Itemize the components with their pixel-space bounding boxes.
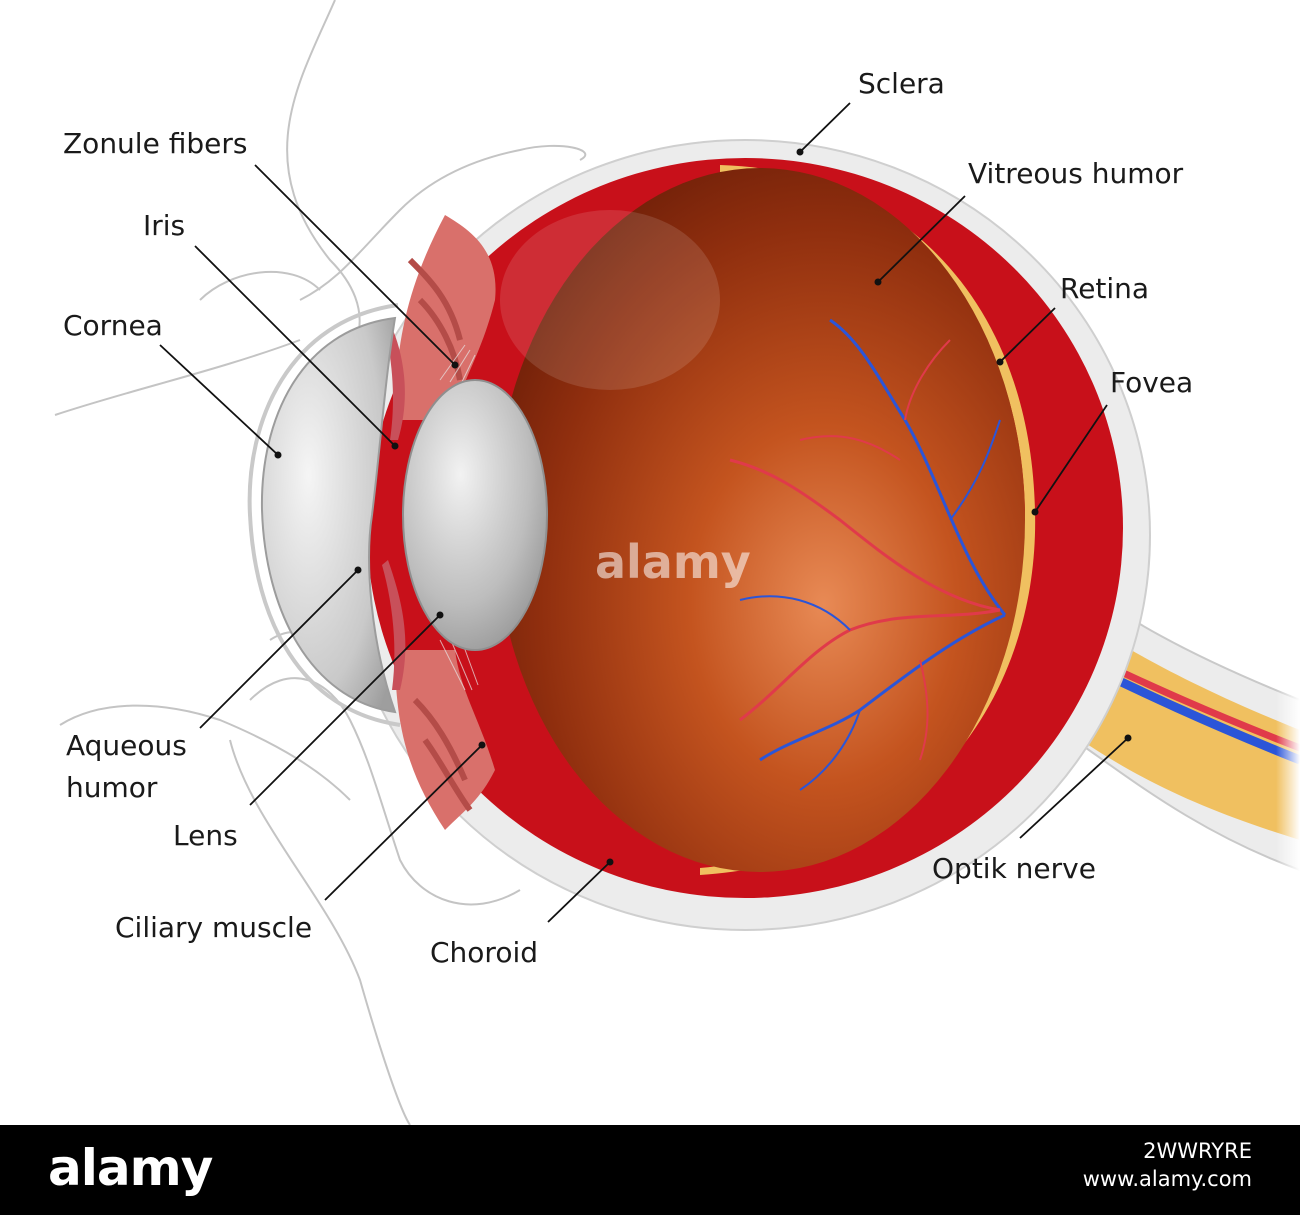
- eye-anatomy-diagram: alamy Sclera Zonule fibers Vitreous humo…: [54, 0, 1300, 1125]
- cornea-outer: [247, 303, 401, 727]
- label-optik-nerve: Optik nerve: [932, 852, 1096, 885]
- footer-site: www.alamy.com: [1082, 1167, 1252, 1191]
- iris: [382, 330, 406, 690]
- retinal-vessels: [729, 318, 1007, 791]
- label-aqueous-humor-line2: humor: [66, 771, 158, 804]
- footer-image-info: 2WWRYRE www.alamy.com: [1083, 1137, 1252, 1193]
- anatomy-labels: Sclera Zonule fibers Vitreous humor Iris…: [63, 67, 1193, 969]
- vitreous-highlight: [500, 210, 720, 390]
- watermark-footer-bar: alamy 2WWRYRE www.alamy.com: [0, 1125, 1300, 1215]
- label-fovea: Fovea: [1110, 366, 1193, 399]
- label-iris: Iris: [143, 209, 185, 242]
- label-retina: Retina: [1060, 272, 1149, 305]
- cornea: [260, 316, 397, 714]
- label-vitreous-humor: Vitreous humor: [968, 157, 1184, 190]
- watermark-logo: alamy: [595, 535, 751, 589]
- vitreous-humor-body: [495, 168, 1025, 872]
- label-ciliary-muscle: Ciliary muscle: [115, 911, 312, 944]
- ciliary-body: [395, 215, 496, 830]
- face-sketch-outline: [54, 0, 587, 1125]
- label-lens: Lens: [173, 819, 238, 852]
- label-aqueous-humor-line1: Aqueous: [66, 729, 187, 762]
- leader-lines: [159, 102, 1132, 923]
- label-zonule-fibers: Zonule fibers: [63, 127, 247, 160]
- footer-image-id: 2WWRYRE: [1143, 1139, 1252, 1163]
- label-cornea: Cornea: [63, 309, 163, 342]
- label-sclera: Sclera: [858, 67, 945, 100]
- footer-logo: alamy: [48, 1139, 213, 1197]
- label-choroid: Choroid: [430, 936, 538, 969]
- lens: [402, 379, 548, 651]
